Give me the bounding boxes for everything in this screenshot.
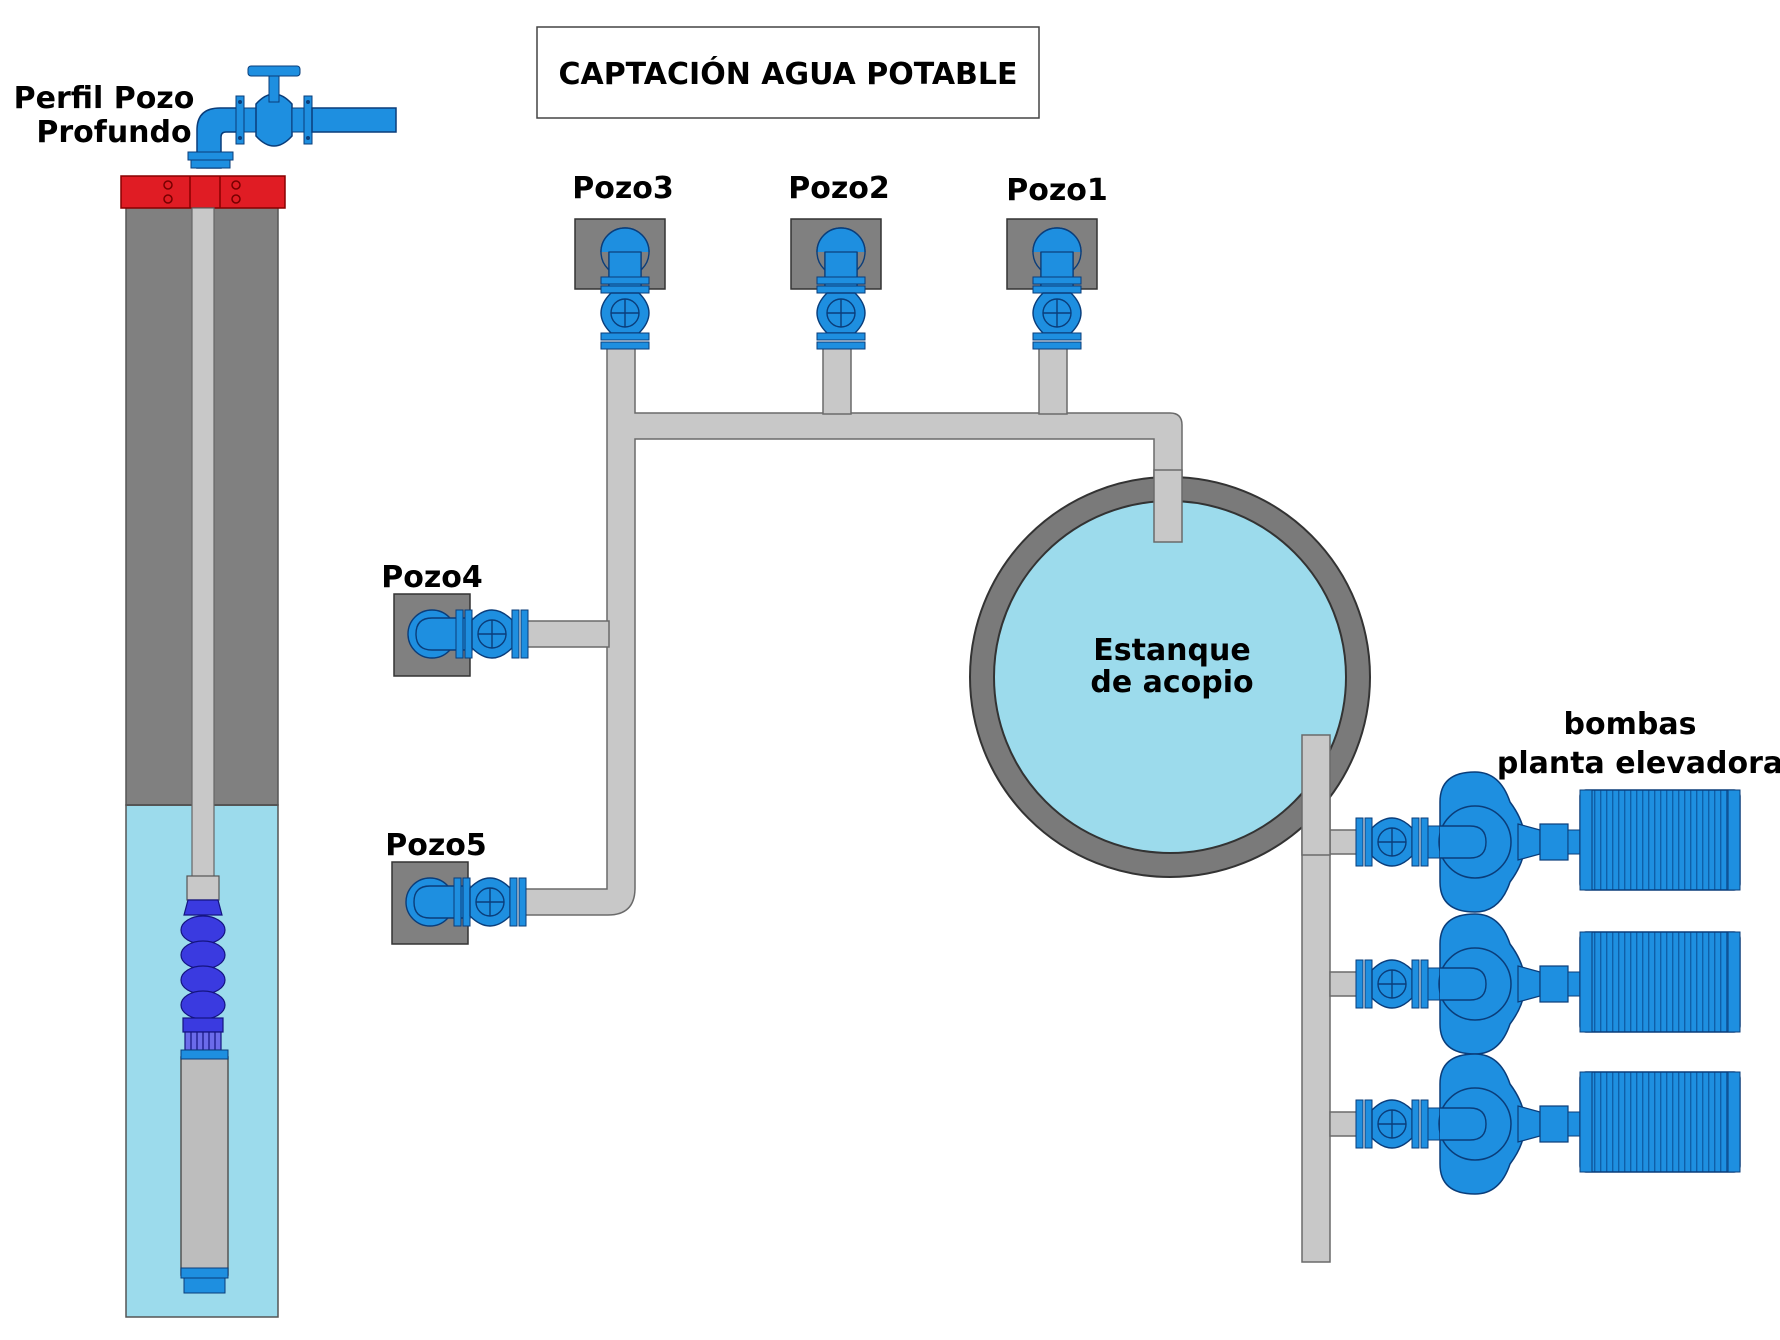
pump-station — [1355, 771, 1741, 1195]
well-unit-pozo2 — [790, 218, 882, 350]
tank-outlet — [1301, 734, 1331, 856]
profile-label-line2: Profundo — [36, 115, 191, 150]
wells-left-group — [391, 593, 529, 945]
drop-pipe — [191, 207, 215, 879]
well-label-pozo5: Pozo5 — [385, 828, 487, 863]
well-label-pozo3: Pozo3 — [572, 171, 674, 206]
deep-well-profile: Perfil Pozo Profundo — [14, 65, 397, 1318]
tank-inlet — [1153, 469, 1183, 543]
wellhead-piping — [187, 65, 397, 169]
well-label-pozo2: Pozo2 — [788, 171, 890, 206]
well-unit-pozo3 — [574, 218, 666, 350]
well-label-pozo4: Pozo4 — [381, 560, 483, 595]
title-text: CAPTACIÓN AGUA POTABLE — [558, 55, 1017, 92]
pumps-label-line1: bombas — [1564, 707, 1697, 742]
booster-pump-1 — [1355, 771, 1741, 913]
title-block: CAPTACIÓN AGUA POTABLE — [536, 26, 1040, 119]
wells-top-group — [574, 218, 1098, 350]
booster-pump-2 — [1355, 913, 1741, 1055]
profile-label-line1: Perfil Pozo — [14, 81, 195, 116]
pumps-label-line2: planta elevadora — [1497, 746, 1780, 781]
well-label-pozo1: Pozo1 — [1006, 173, 1108, 208]
title-frame — [536, 26, 1040, 119]
booster-pump-3 — [1355, 1053, 1741, 1195]
well-unit-pozo4 — [393, 593, 529, 677]
pump-motor — [180, 1056, 229, 1276]
well-unit-pozo5 — [391, 861, 527, 945]
submersible-pump — [180, 899, 226, 1051]
storage-tank: Estanque de acopio — [969, 469, 1371, 878]
tank-label-line1: Estanque — [1093, 633, 1250, 668]
well-head-cap — [120, 175, 286, 209]
well-unit-pozo1 — [1006, 218, 1098, 350]
tank-label-line2: de acopio — [1090, 665, 1253, 700]
